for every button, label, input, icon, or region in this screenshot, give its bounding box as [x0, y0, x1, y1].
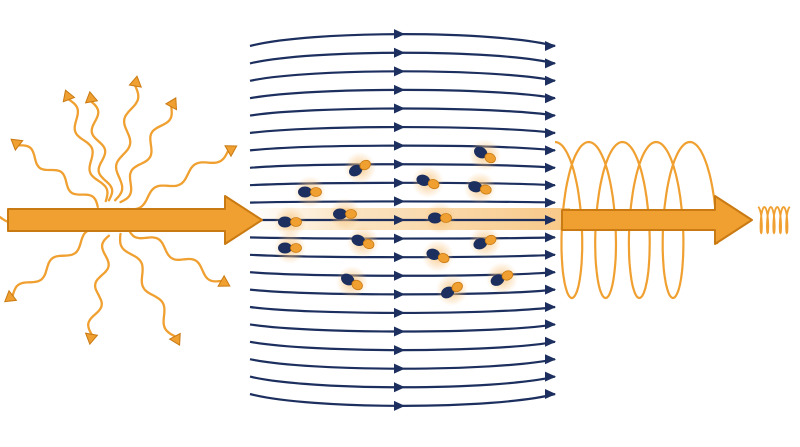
- dipole-particle: [336, 266, 368, 298]
- field-line-arrowhead: [545, 41, 556, 51]
- scattered-wave: [11, 227, 99, 297]
- field-line-arrowhead: [394, 140, 405, 151]
- dipole-particle: [436, 274, 468, 306]
- dipole-particle: [422, 240, 454, 272]
- field-line-arrowhead: [394, 233, 405, 244]
- field-line-arrowhead: [545, 162, 556, 173]
- output-small-wave: [757, 205, 791, 235]
- field-line-arrowhead: [394, 289, 405, 300]
- field-line: [249, 340, 556, 352]
- field-line: [249, 375, 556, 389]
- dipole-particle: [469, 139, 501, 171]
- field-line: [249, 70, 556, 82]
- scattered-wave-arrowhead: [217, 274, 231, 287]
- field-line-arrowhead: [394, 66, 405, 77]
- field-line-arrowhead: [394, 122, 405, 133]
- field-line: [249, 392, 556, 407]
- field-line-arrowhead: [394, 177, 405, 188]
- field-line-arrowhead: [545, 319, 556, 330]
- scattered-wave: [118, 232, 177, 338]
- dipole-particle: [469, 226, 501, 258]
- field-line-arrowhead: [394, 103, 405, 114]
- small-wave-path: [757, 205, 791, 235]
- helix-path: [554, 140, 719, 300]
- scattered-wave-arrowhead: [4, 289, 18, 303]
- output-helical-wave: [554, 140, 719, 300]
- field-line-arrowhead: [545, 249, 556, 260]
- scattered-wave-arrowhead: [164, 97, 178, 111]
- field-line-arrowhead: [545, 180, 556, 191]
- scattered-wave: [126, 149, 230, 211]
- dipole-particle: [344, 152, 376, 184]
- field-line-arrowhead: [394, 159, 405, 170]
- dipole-particle: [274, 206, 306, 238]
- scattered-wave-arrowhead: [128, 75, 142, 88]
- field-line-arrowhead: [394, 270, 405, 281]
- field-line-arrowhead: [545, 145, 556, 156]
- field-line-arrowhead: [394, 400, 405, 411]
- scattered-wave-arrowhead: [224, 145, 238, 158]
- field-line-arrowhead: [394, 326, 405, 337]
- field-line-arrowhead: [394, 345, 405, 356]
- field-line-arrowhead: [545, 389, 556, 399]
- dipole-particle: [464, 172, 496, 204]
- field-line-arrowhead: [394, 307, 405, 318]
- field-line-arrowhead: [545, 58, 556, 69]
- field-line-arrowhead: [394, 382, 405, 393]
- field-line: [249, 33, 556, 48]
- field-line: [249, 51, 556, 65]
- input-beam-arrow: [7, 195, 263, 245]
- output-beam-arrow: [561, 195, 753, 245]
- field-line-arrowhead: [545, 267, 556, 278]
- scattered-wave: [90, 100, 114, 202]
- field-line-arrowhead: [545, 128, 556, 138]
- field-line-arrowhead: [545, 371, 556, 382]
- field-line-arrowhead: [545, 336, 556, 347]
- field-line-arrowhead: [545, 354, 556, 365]
- dipole-particle: [486, 262, 518, 294]
- field-line-arrowhead: [545, 197, 556, 208]
- field-line: [249, 88, 556, 100]
- field-line-arrowhead: [545, 232, 556, 243]
- dipole-particle: [347, 226, 379, 258]
- field-line-arrowhead: [394, 363, 405, 374]
- scattered-wave: [113, 84, 140, 202]
- particles: [274, 139, 518, 306]
- field-line-arrowhead: [545, 302, 556, 312]
- field-line-arrowhead: [394, 196, 405, 207]
- dipole-particle: [424, 202, 456, 234]
- scattered-wave: [119, 105, 173, 204]
- field-line-arrowhead: [394, 252, 405, 263]
- scattered-wave: [17, 144, 99, 209]
- dipole-particle: [329, 198, 361, 230]
- field-line-arrowhead: [545, 215, 556, 225]
- field-line-arrowhead: [545, 93, 556, 104]
- field-line: [249, 358, 556, 370]
- scattered-wave-arrowhead: [84, 90, 99, 104]
- scattered-wave: [126, 225, 223, 283]
- field-line-arrowhead: [394, 47, 405, 58]
- dipole-particle: [274, 232, 306, 264]
- scattered-wave-arrowhead: [10, 138, 24, 152]
- scattered-wave: [67, 98, 109, 203]
- field-line-arrowhead: [545, 75, 556, 86]
- dipole-particle: [294, 176, 326, 208]
- field-line-arrowhead: [545, 284, 556, 295]
- scattered-wave-arrowhead: [84, 332, 99, 346]
- field-line-arrowhead: [394, 84, 405, 95]
- dipole-particle: [412, 166, 444, 198]
- field-line-arrowhead: [394, 215, 405, 225]
- scattered-wave: [87, 234, 111, 336]
- scattered-wave-arrowhead: [62, 89, 76, 103]
- field-line-arrowhead: [545, 110, 556, 121]
- field-line-arrowhead: [394, 29, 405, 40]
- scattered-wave-arrowhead: [168, 332, 181, 346]
